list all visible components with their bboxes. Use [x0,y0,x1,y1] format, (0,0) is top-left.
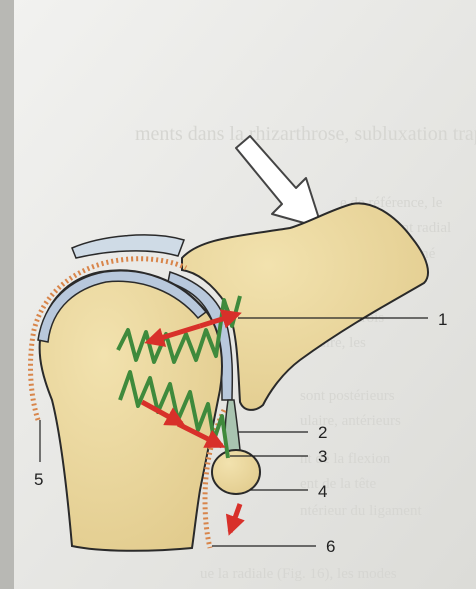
background-line: ntérieur du ligament [300,503,422,519]
callout-label-3: 3 [318,447,327,466]
background-line: ulaire, antérieurs [300,413,401,429]
callout-label-1: 1 [438,310,447,329]
left-edge-shadow [0,0,14,589]
callout-label-6: 6 [326,537,335,556]
callout-label-5: 5 [34,470,43,489]
background-line: ent de la tête [300,476,377,492]
background-line: nt de la flexion [300,451,391,467]
callout-label-4: 4 [318,482,327,501]
background-line: ue la radiale (Fig. 16), les modes [200,566,397,582]
background-heading: ments dans la rhizarthrose, subluxation … [135,123,476,145]
background-line: sont postérieurs [300,388,395,404]
callout-label-2: 2 [318,423,327,442]
